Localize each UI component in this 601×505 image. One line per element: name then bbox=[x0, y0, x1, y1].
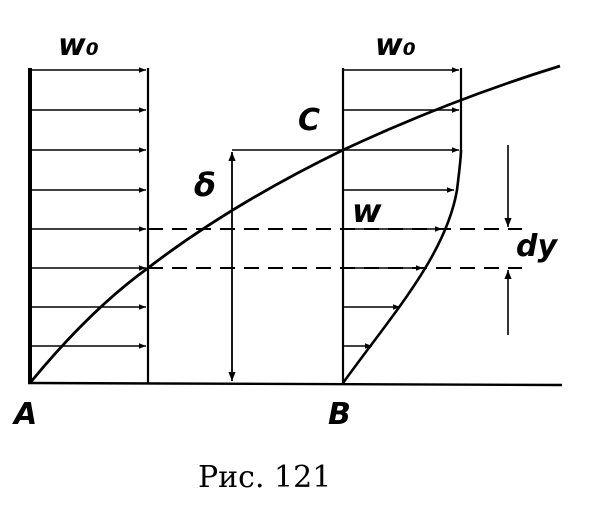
label-delta: δ bbox=[194, 166, 216, 204]
figure-caption: Рис. 121 bbox=[198, 460, 331, 495]
wall-surface-line bbox=[27, 381, 563, 387]
label-c: C bbox=[298, 103, 320, 138]
label-w0-left: w₀ bbox=[58, 28, 99, 63]
label-a: A bbox=[12, 397, 37, 432]
label-dy: dy bbox=[516, 229, 558, 264]
label-w: w bbox=[352, 192, 382, 230]
left-uniform-profile bbox=[28, 67, 150, 383]
label-b: B bbox=[328, 397, 351, 432]
boundary-layer-edge-curve bbox=[28, 64, 561, 384]
velocity-profile-curve bbox=[341, 149, 463, 384]
label-w0-right: w₀ bbox=[375, 28, 416, 63]
